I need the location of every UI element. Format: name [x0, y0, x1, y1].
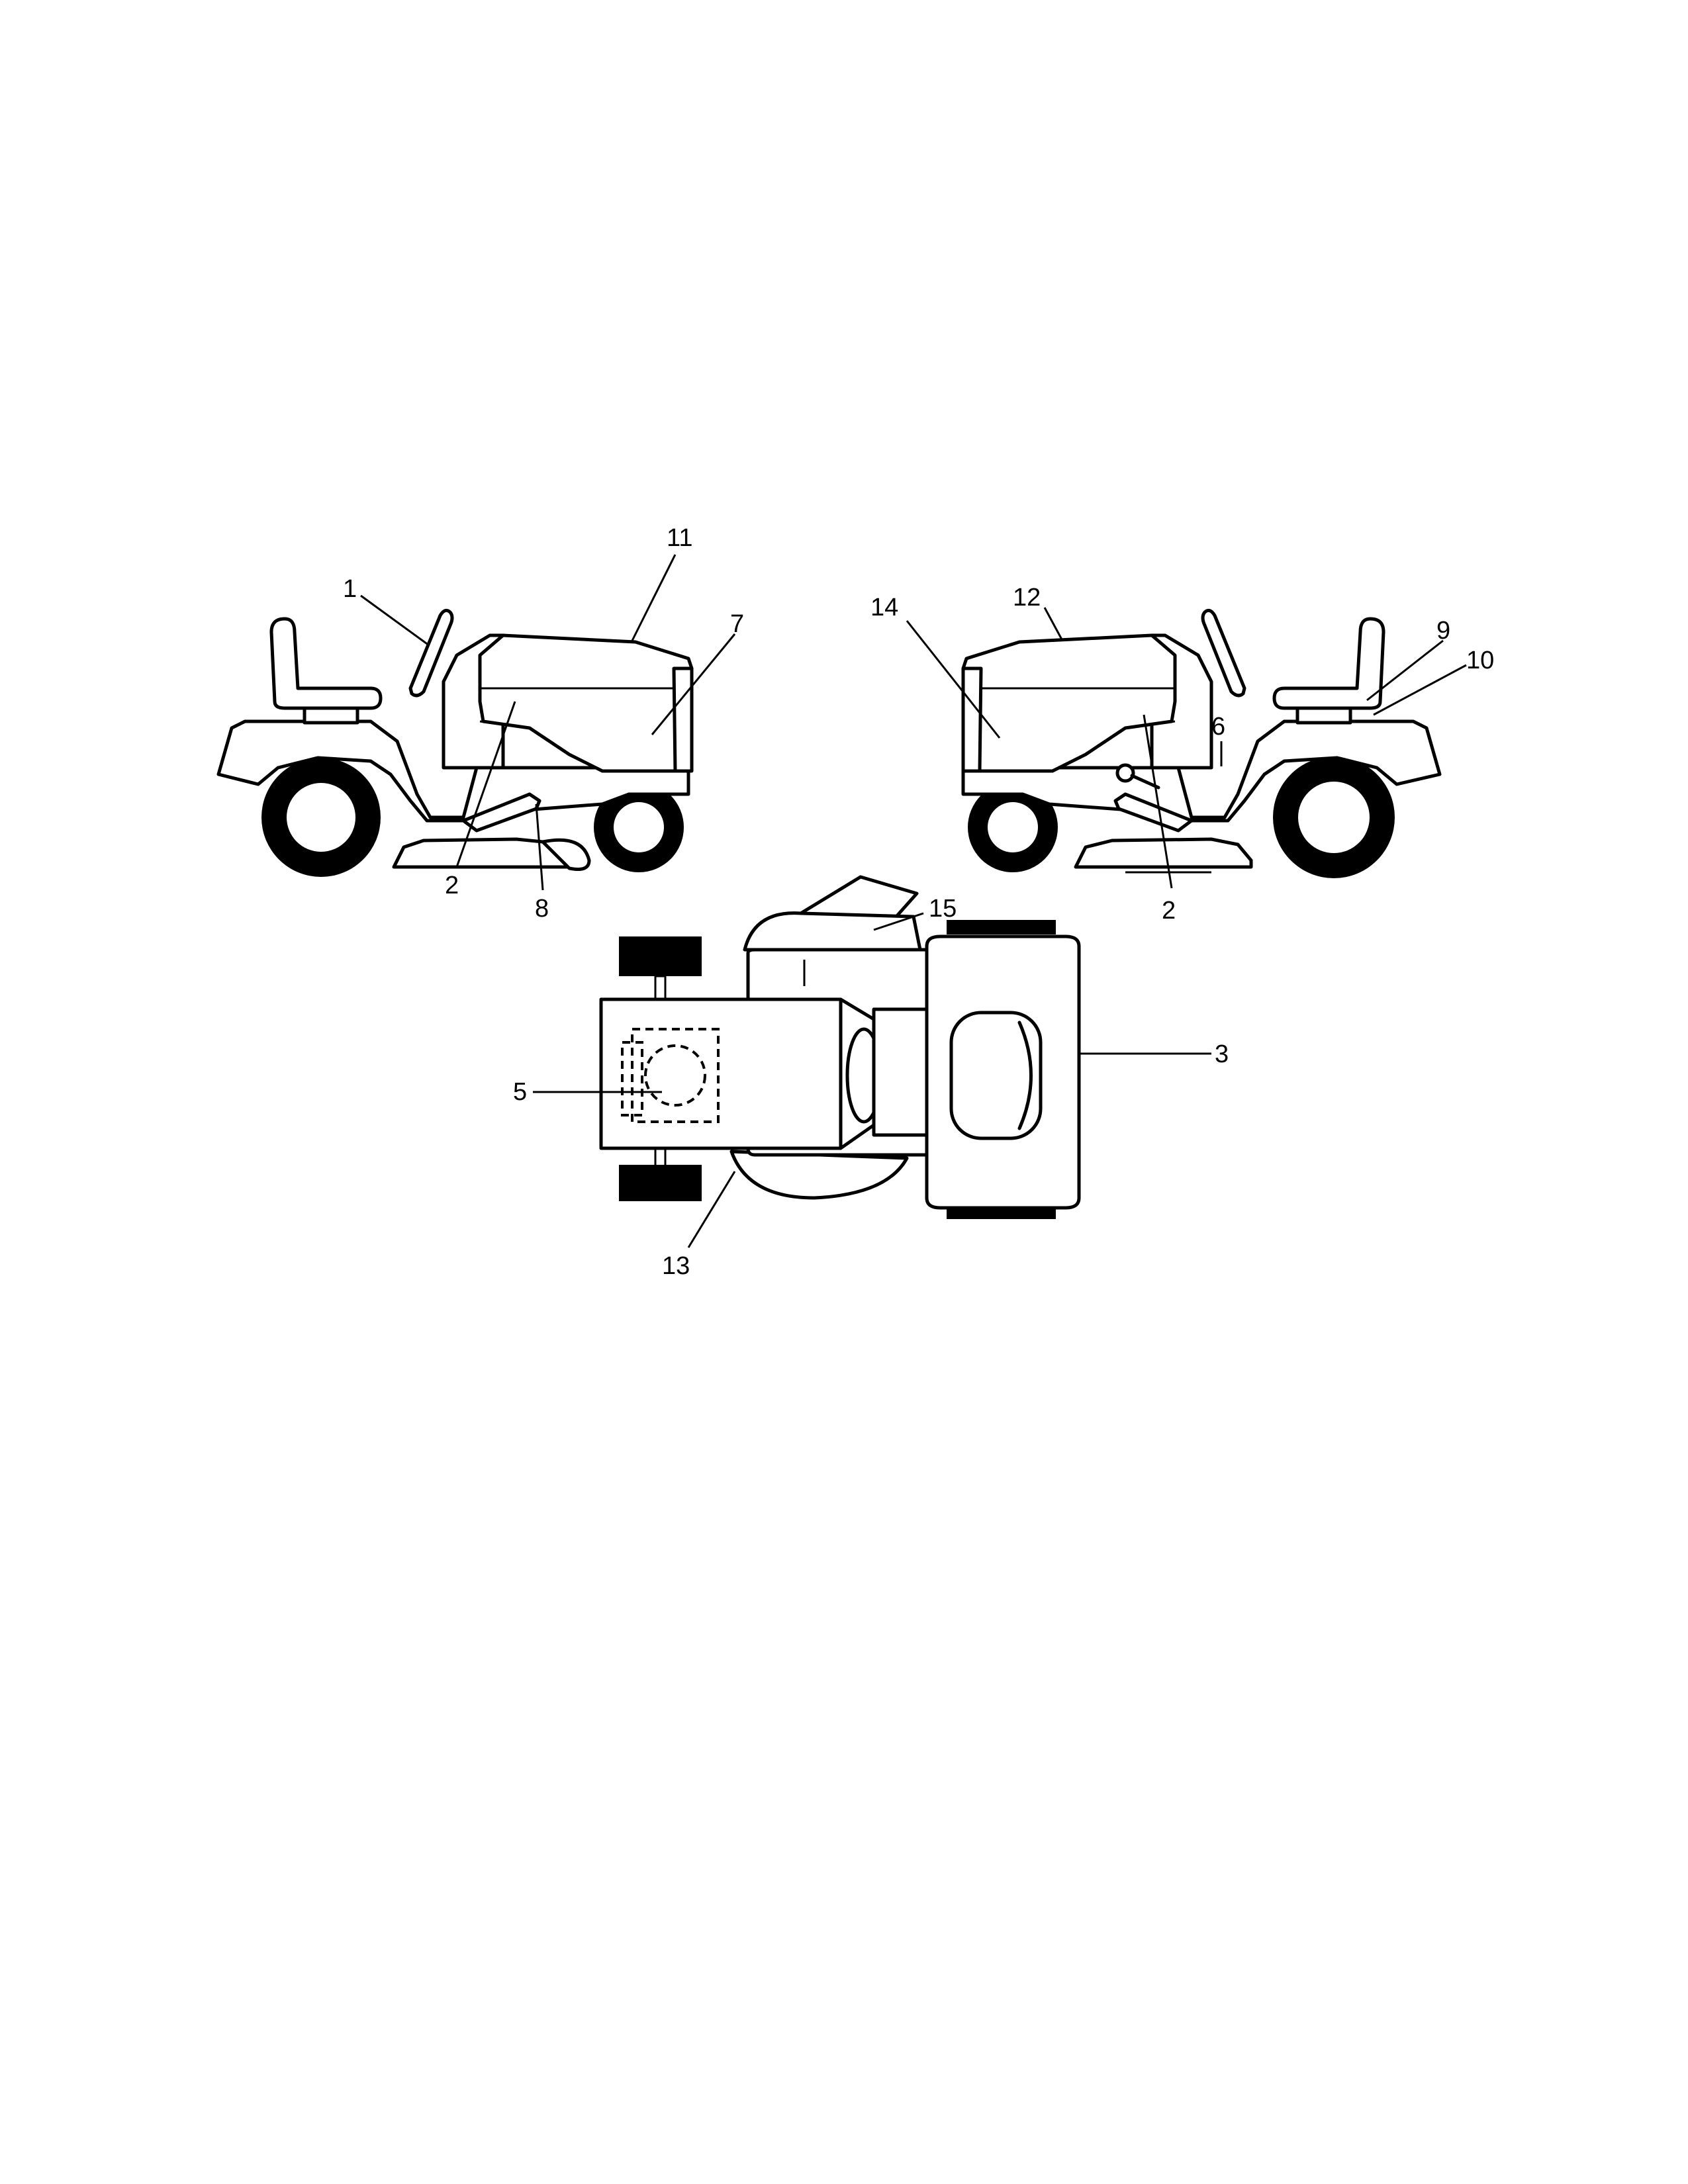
callout-14: 14	[870, 594, 898, 621]
grille	[672, 666, 694, 773]
callout-12: 12	[1013, 584, 1041, 612]
front-tire-top-right	[619, 1165, 702, 1201]
callout-1: 1	[343, 575, 357, 603]
mower-deck-right	[1074, 837, 1253, 869]
seat	[269, 617, 383, 710]
leader-10	[1373, 664, 1467, 716]
tractor-right-side-view	[961, 608, 1442, 878]
hood-side-panel	[479, 720, 603, 772]
callout-8: 8	[535, 895, 549, 923]
leader-1	[360, 594, 430, 647]
callout-10: 10	[1466, 647, 1494, 674]
hood-right	[961, 633, 1177, 773]
callout-11: 11	[667, 524, 692, 552]
callout-13: 13	[662, 1252, 690, 1280]
rear-fender	[216, 719, 690, 823]
leader-12	[1043, 607, 1064, 641]
front-wheel-hub	[614, 802, 664, 852]
leader-2a	[455, 701, 516, 868]
callout-leaders	[360, 554, 1467, 1248]
hood	[478, 633, 694, 773]
foot-pedal-right	[1113, 792, 1194, 833]
decal-location-5-inner	[621, 1041, 643, 1116]
grille-right	[961, 666, 983, 773]
front-tire-top-left	[619, 936, 702, 976]
leader-13	[687, 1171, 736, 1248]
callout-15: 15	[929, 895, 957, 923]
rear-fender-right	[961, 719, 1442, 823]
decal-location-5-circle	[644, 1044, 706, 1107]
hood-top-view	[599, 997, 843, 1150]
steering-wheel	[408, 608, 454, 698]
callout-labels: 1 11 7 2 8 14 12 9 10 6 2 15 3 5 13	[343, 524, 1494, 1280]
rear-wheel-hub	[287, 783, 355, 852]
rear-wheel-right-hub	[1298, 782, 1370, 853]
leader-15	[873, 912, 924, 931]
foot-pedal	[461, 792, 541, 833]
hood-right-side-panel	[1052, 720, 1176, 772]
leader-14	[906, 620, 1001, 739]
mower-deck-top	[743, 911, 922, 952]
seat-top-view	[949, 1011, 1043, 1140]
callout-6: 6	[1211, 713, 1225, 741]
leader-7	[651, 633, 736, 735]
seat-base	[303, 706, 359, 725]
tractor-top-view	[599, 875, 1081, 1219]
decal-location-5	[631, 1028, 720, 1123]
front-wheel-right-hub	[988, 802, 1038, 852]
leader-11	[631, 554, 677, 641]
dash-body-top	[872, 1007, 929, 1137]
deck-chute	[541, 838, 591, 871]
lift-lever	[1130, 774, 1160, 790]
seat-right	[1272, 617, 1385, 710]
callout-3: 3	[1215, 1040, 1229, 1068]
callout-7: 7	[730, 610, 744, 638]
seat-right-base	[1295, 706, 1352, 725]
leader-2b	[1143, 714, 1173, 889]
seat-back-top	[1017, 1021, 1033, 1130]
mower-deck-top-bottom	[729, 1150, 909, 1200]
steering-wheel-right	[1201, 608, 1246, 698]
callout-9: 9	[1436, 617, 1450, 645]
leader-9	[1366, 639, 1444, 702]
callout-2a: 2	[445, 872, 459, 899]
callout-2b: 2	[1162, 897, 1176, 925]
rear-tire-top-left	[947, 920, 1056, 934]
lift-lever-knob	[1115, 763, 1135, 783]
tractor-left-side-view	[216, 608, 694, 877]
leader-8	[535, 803, 544, 891]
callout-5: 5	[513, 1078, 527, 1106]
